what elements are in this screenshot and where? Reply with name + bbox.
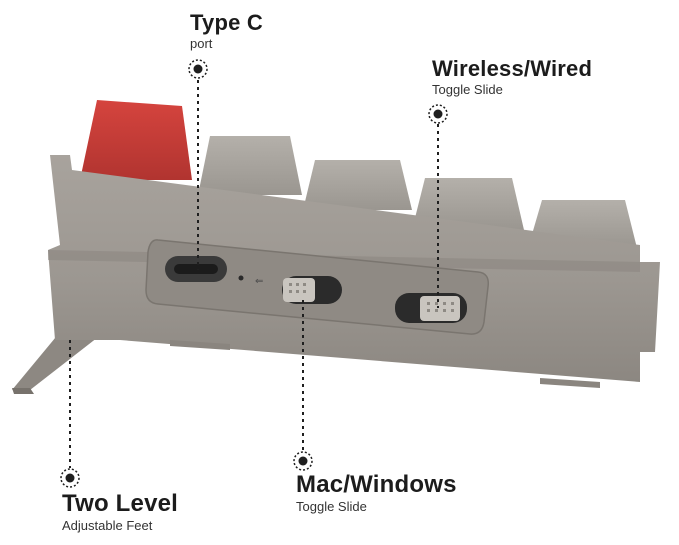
callout-subtitle: port xyxy=(190,36,213,51)
marker-wireless-icon xyxy=(428,104,448,124)
keycap xyxy=(412,178,524,230)
keycap xyxy=(303,160,412,210)
callout-two-level: Two Level Adjustable Feet xyxy=(62,490,179,533)
marker-feet-icon xyxy=(60,468,80,488)
callout-type-c: Type C port xyxy=(190,10,263,51)
callout-markers xyxy=(60,59,448,488)
marker-type-c-icon xyxy=(188,59,208,79)
callout-subtitle: Adjustable Feet xyxy=(62,518,153,533)
callout-mac-windows: Mac/Windows Toggle Slide xyxy=(296,471,457,514)
callout-title: Mac/Windows xyxy=(296,471,457,498)
callout-title: Two Level xyxy=(62,490,179,517)
keycaps xyxy=(80,100,637,248)
marker-mac-icon xyxy=(293,451,313,471)
callout-title: Type C xyxy=(190,10,263,35)
callout-title: Wireless/Wired xyxy=(432,56,593,81)
wireless-wired-slider-knob xyxy=(420,296,460,321)
keycap xyxy=(198,136,302,195)
callout-wireless-wired: Wireless/Wired Toggle Slide xyxy=(432,56,593,97)
callout-subtitle: Toggle Slide xyxy=(296,499,367,514)
callout-leaders xyxy=(69,80,439,468)
svg-text:⇐: ⇐ xyxy=(255,276,263,287)
port-panel: ⇐ xyxy=(145,239,490,335)
callout-subtitle: Toggle Slide xyxy=(432,82,503,97)
red-keycap xyxy=(80,100,192,180)
